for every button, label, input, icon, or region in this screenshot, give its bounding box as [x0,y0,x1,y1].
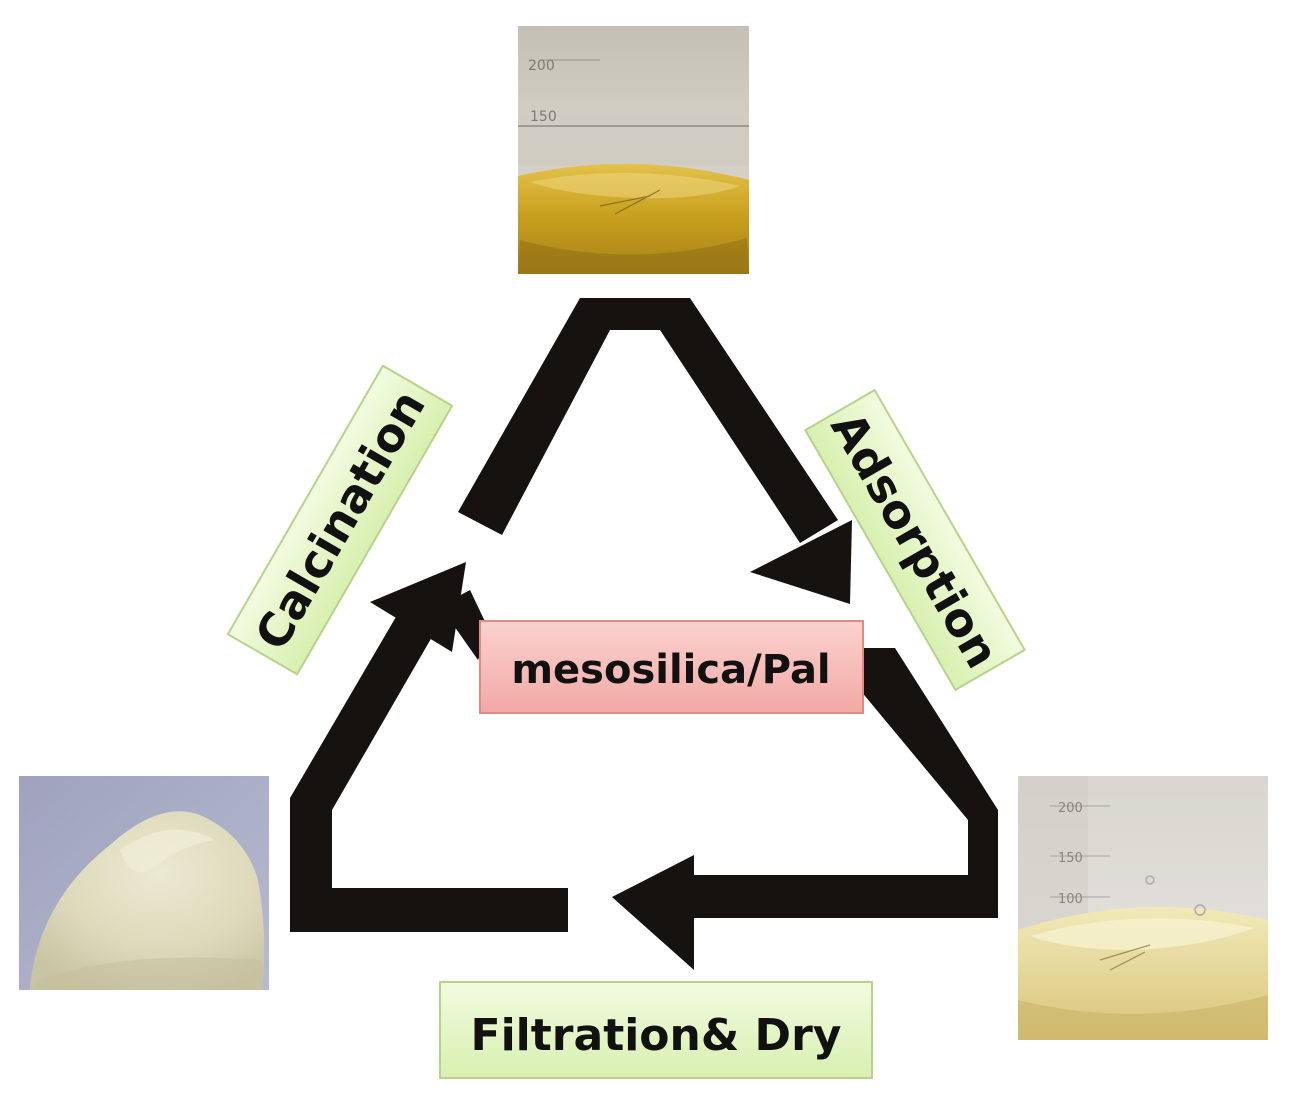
photo-powder [19,776,269,990]
step-box-filtration-bg [439,981,873,1079]
arrow-right-segment [688,648,998,918]
photo-beaker-yellow: 200 150 [518,26,749,274]
photo-beaker-pale: 200 150 100 [1018,776,1268,1040]
arrow-head-adsorption [750,520,852,604]
step-box-calcination-bg [226,364,454,676]
center-box: mesosilica/Pal [479,620,864,714]
arrow-top-segment [458,298,838,543]
arrow-tail-center [440,590,490,660]
beaker-yellow-mark-150: 150 [530,109,557,125]
arrow-head-filtration [612,855,694,970]
beaker-pale-mark-200: 200 [1058,801,1083,816]
powder-pile [30,811,265,990]
beaker-yellow-mark-200: 200 [528,58,555,74]
arrow-left-segment [290,610,568,932]
beaker-pale-mark-150: 150 [1058,851,1083,866]
step-label-filtration: Filtration& Dry [471,1010,842,1061]
beaker-pale-mark-100: 100 [1058,892,1083,907]
step-box-filtration: Filtration& Dry [439,981,873,1079]
arrow-head-calcination [370,562,466,652]
cycle-arrows [290,298,998,970]
center-label: mesosilica/Pal [511,647,830,693]
step-box-adsorption-bg [803,388,1027,692]
center-box-bg [479,620,864,714]
